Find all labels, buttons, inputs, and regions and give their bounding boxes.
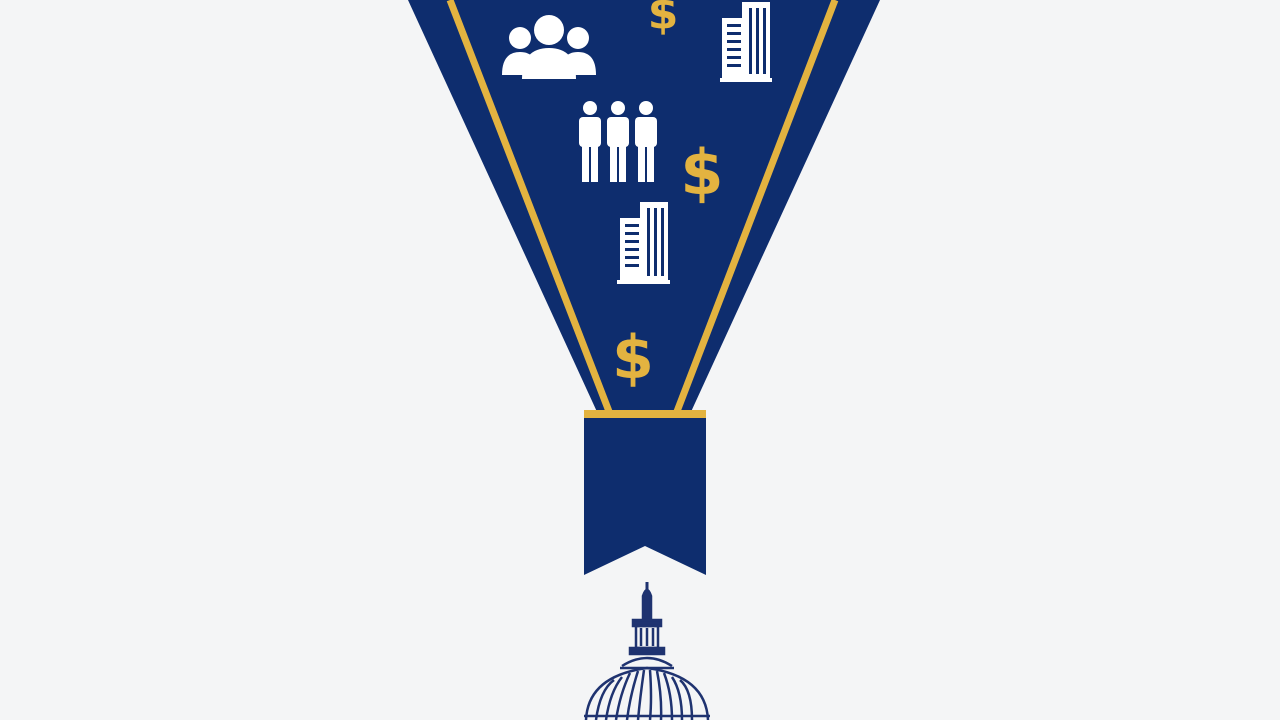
- dollar-sign-icon: $: [648, 0, 679, 39]
- office-building-icon: [720, 2, 772, 82]
- three-people-icon: [579, 101, 657, 182]
- capitol-dome-icon: [584, 582, 710, 720]
- group-of-people-icon: [502, 15, 596, 79]
- dollar-sign-icon: $: [612, 323, 654, 393]
- funnel-right-border: [672, 0, 839, 416]
- funnel-collar: [584, 410, 706, 418]
- funnel: [408, 0, 880, 575]
- funnel-left-border: [446, 0, 614, 416]
- office-building-icon: [617, 202, 670, 284]
- dollar-sign-icon: $: [680, 136, 723, 209]
- funnel-ribbon: [584, 418, 706, 575]
